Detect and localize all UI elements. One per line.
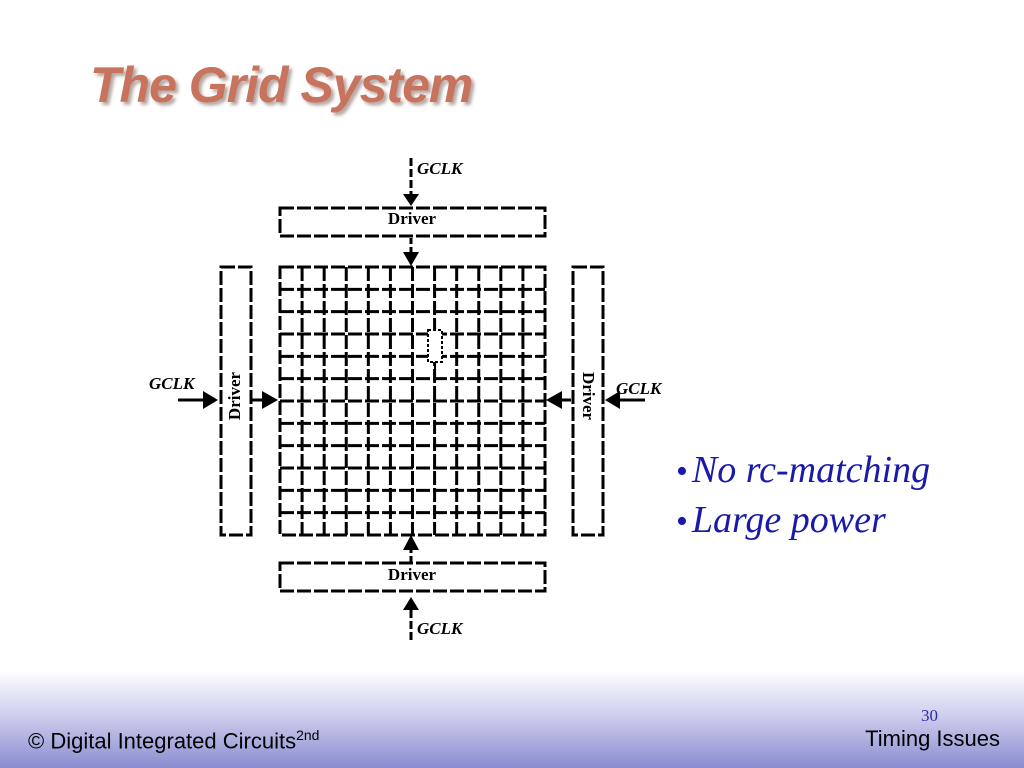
bullet-item: •No rc-matching	[676, 446, 930, 496]
driver-top-label: Driver	[388, 209, 437, 228]
bullet-text: No rc-matching	[691, 449, 931, 491]
footer-copyright: © Digital Integrated Circuits2nd	[28, 727, 319, 754]
arrow-up-icon	[403, 535, 419, 550]
copyright-text: © Digital Integrated Circuits	[28, 728, 297, 753]
gclk-label-bottom: GCLK	[417, 619, 464, 638]
arrow-down-icon	[403, 194, 419, 206]
driver-bottom: Driver	[278, 561, 547, 593]
page-number: 30	[921, 706, 938, 725]
bullet-item: •Large power	[676, 496, 930, 546]
arrow-right-icon	[203, 391, 218, 409]
arrow-up-icon	[403, 597, 419, 610]
slide-title: The Grid System	[90, 57, 473, 113]
bullet-list: •No rc-matching •Large power	[676, 446, 930, 546]
gclk-label-right: GCLK	[616, 379, 663, 398]
driver-left: Driver	[219, 265, 253, 537]
driver-right-label: Driver	[579, 372, 598, 421]
driver-left-label: Driver	[225, 371, 244, 420]
edition-superscript: 2nd	[296, 726, 320, 743]
grid-clock-diagram: Driver Driver Driver Driver	[149, 158, 663, 640]
gclk-label-top: GCLK	[417, 159, 464, 178]
bullet-text: Large power	[691, 499, 886, 541]
arrow-left-icon	[546, 391, 562, 409]
arrow-right-icon	[262, 391, 278, 409]
gclk-label-left: GCLK	[149, 374, 196, 393]
bullet-dot-icon: •	[676, 453, 688, 490]
arrow-left-icon	[605, 391, 620, 409]
driver-bottom-label: Driver	[388, 565, 437, 584]
arrow-down-icon	[403, 252, 419, 266]
clock-grid-mesh	[278, 265, 547, 537]
clock-connections	[178, 158, 645, 640]
grid-load-element	[427, 329, 443, 372]
footer-bar: 30 © Digital Integrated Circuits2nd Timi…	[0, 670, 1024, 768]
footer-section: Timing Issues	[865, 726, 1000, 751]
bullet-dot-icon: •	[676, 503, 688, 540]
driver-top: Driver	[278, 206, 547, 238]
driver-right: Driver	[571, 265, 605, 537]
